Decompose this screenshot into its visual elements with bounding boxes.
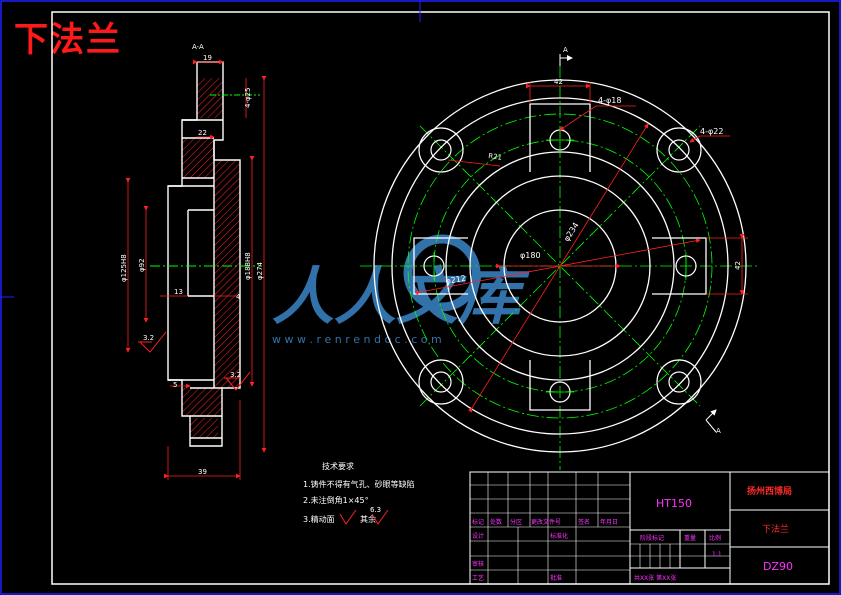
dim-13: 13 (174, 288, 183, 296)
roughness-icon (339, 509, 357, 525)
dim-19: 19 (203, 54, 212, 62)
svg-text:更改文件号: 更改文件号 (531, 518, 561, 526)
plan-dimensions (415, 82, 748, 413)
svg-text:共XX张 第XX张: 共XX张 第XX张 (634, 574, 676, 582)
svg-text:审核: 审核 (472, 560, 484, 568)
svg-text:比例: 比例 (709, 534, 721, 542)
dim-42-top: 42 (554, 78, 563, 86)
tech-line-2: 2.未注倒角1×45° (303, 495, 369, 505)
dim-phi92: φ92 (138, 258, 146, 272)
section-cut-marker (559, 54, 717, 433)
dim-4phi22: 4-φ22 (700, 127, 723, 136)
svg-text:分区: 分区 (510, 518, 522, 526)
svg-text:阶段标记: 阶段标记 (640, 534, 664, 542)
plan-view: A A 42 4-φ18 4-φ22 R21 (360, 46, 760, 470)
watermark-url: w w w . r e n r e n d o c . c o m (272, 333, 442, 346)
svg-text:年月日: 年月日 (600, 518, 618, 526)
section-dimensions (125, 59, 267, 480)
svg-text:标准化: 标准化 (550, 532, 568, 540)
svg-text:3.2: 3.2 (143, 334, 154, 342)
tech-line-3: 3.精动面 (303, 514, 335, 524)
svg-text:3.2: 3.2 (230, 371, 241, 379)
dim-22: 22 (198, 129, 207, 137)
svg-text:设计: 设计 (472, 532, 484, 540)
outer-flange-circle (373, 79, 747, 453)
roughness-symbol: 3.2 (138, 331, 167, 353)
tech-line-1: 1.铸件不得有气孔、砂眼等缺陷 (303, 479, 415, 489)
material: HT150 (656, 497, 692, 510)
svg-text:工艺: 工艺 (472, 574, 484, 582)
dim-r21: R21 (488, 152, 503, 162)
title-block: HT150 扬州西博局 下法兰 DZ90 标记 处数 分区 更改文件号 签名 年… (469, 471, 830, 585)
dim-4phi18: 4-φ18 (598, 96, 621, 105)
dim-phi180: φ180 (520, 251, 541, 260)
tech-heading: 技术要求 (322, 461, 354, 471)
section-hatch (182, 78, 240, 438)
svg-text:签名: 签名 (578, 518, 590, 526)
part-name: 下法兰 (762, 523, 789, 535)
dim-39: 39 (198, 468, 207, 476)
svg-text:标记: 标记 (472, 518, 484, 526)
section-label: A-A (192, 43, 204, 51)
roughness-symbol: 3.2 (224, 371, 251, 391)
tech-rest-label: 其余 (360, 514, 376, 524)
svg-text:处数: 处数 (490, 518, 502, 526)
watermark: 人人文库 w w w . r e n r e n d o c . c o m (272, 234, 530, 346)
drawing-title: 下法兰 (14, 20, 122, 60)
dim-phi274: φ274 (256, 261, 264, 280)
section-outline (167, 61, 241, 447)
dim-phi125h8: φ125H8 (120, 254, 128, 282)
svg-text:批准: 批准 (550, 574, 562, 582)
dim-phi212: φ212 (445, 274, 467, 286)
tech-rest-value: 6.3 (370, 506, 381, 514)
drawing-number: DZ90 (763, 560, 793, 573)
scale-value: 1:1 (712, 551, 722, 558)
roughness-icon (371, 509, 389, 525)
section-view: A-A (120, 43, 267, 480)
svg-text:重量: 重量 (684, 534, 696, 542)
dim-phi188h8: φ188H8 (244, 252, 252, 280)
dim-5: 5 (173, 381, 177, 389)
dim-phi234: φ234 (562, 221, 581, 243)
tech-requirements: 技术要求 1.铸件不得有气孔、砂眼等缺陷 2.未注倒角1×45° 3.精动面 其… (303, 461, 415, 525)
dim-4phi25: 4-φ25 (244, 87, 252, 108)
dim-4: 4 (236, 293, 241, 301)
view-marker: A (716, 427, 721, 435)
company: 扬州西博局 (747, 485, 792, 497)
view-marker: A (563, 46, 568, 54)
dim-42-right: 42 (734, 261, 742, 270)
